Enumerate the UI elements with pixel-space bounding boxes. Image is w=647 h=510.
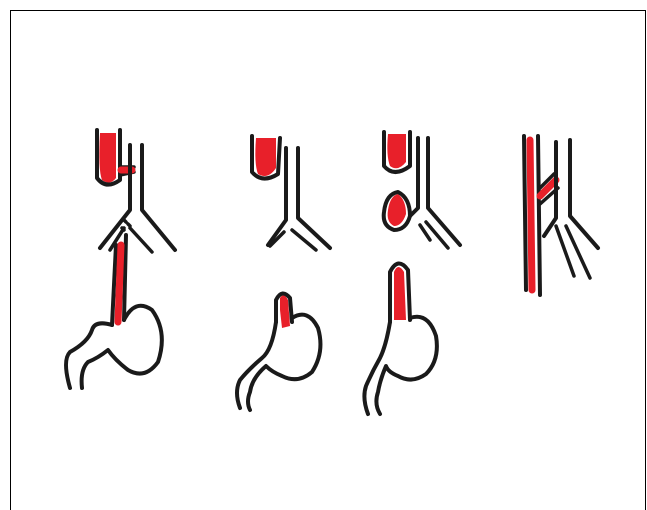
panel-a-lower-esophagus-red [118,245,121,322]
panel-b-stomach [237,315,320,410]
panel-c-lower-stump-fill [394,267,406,320]
panel-d [524,136,598,295]
panel-b [237,136,330,410]
panel-a-upper-pouch-fill [99,133,116,183]
panel-d-esophagus-red [530,140,532,290]
panel-a [66,130,175,388]
panel-c-upper-pouch-fill [387,134,406,168]
panel-c-trachea [410,138,460,245]
panel-c [364,132,460,414]
panel-c-stomach [364,317,436,414]
panel-b-upper-pouch-fill [255,138,276,176]
